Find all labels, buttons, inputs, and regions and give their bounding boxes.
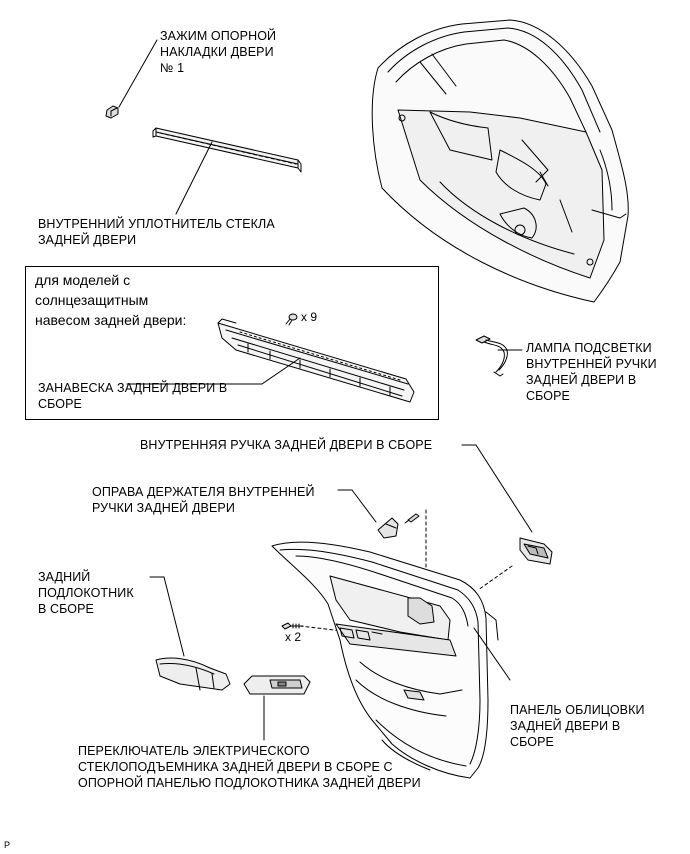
label-inner-weatherstrip: ВНУТРЕННИЙ УПЛОТНИТЕЛЬ СТЕКЛА ЗАДНЕЙ ДВЕ… — [38, 217, 275, 247]
leader-bezel — [351, 489, 377, 523]
sunshade-option-box — [25, 266, 439, 420]
label-inner-handle-assy: ВНУТРЕННЯЯ РУЧКА ЗАДНЕЙ ДВЕРИ В СБОРЕ — [140, 438, 433, 452]
sunshade-assembly-part — [217, 318, 415, 403]
armrest-part — [155, 657, 231, 691]
label-clip-no1: ЗАЖИМ ОПОРНОЙ НАКЛАДКИ ДВЕРИ № 1 — [160, 29, 277, 75]
leader-weatherstrip — [175, 141, 213, 215]
label-window-switch: ПЕРЕКЛЮЧАТЕЛЬ ЭЛЕКТРИЧЕСКОГО СТЕКЛОПОДЪЕ… — [78, 744, 421, 790]
window-switch-part — [243, 675, 311, 695]
leader-trim — [473, 627, 511, 681]
door-trim-panel-part — [271, 541, 499, 779]
bezel-screw — [404, 513, 420, 524]
sunshade-screw — [285, 313, 298, 326]
label-qty-screw-9: x 9 — [301, 310, 318, 324]
leader-handle — [475, 444, 533, 533]
label-armrest-assy: ЗАДНИЙ ПОДЛОКОТНИК В СБОРЕ — [38, 570, 134, 616]
label-trim-panel: ПАНЕЛЬ ОБЛИЦОВКИ ЗАДНЕЙ ДВЕРИ В СБОРЕ — [510, 703, 645, 749]
trim-screw — [281, 622, 304, 630]
inner-weatherstrip-part — [152, 127, 302, 173]
leader-armrest — [163, 576, 185, 657]
handle-lamp-part — [475, 335, 508, 377]
label-handle-bezel: ОПРАВА ДЕРЖАТЕЛЯ ВНУТРЕННЕЙ РУЧКИ ЗАДНЕЙ… — [92, 485, 315, 515]
handle-bezel-part — [377, 517, 399, 539]
label-sunshade-assy: ЗАНАВЕСКА ЗАДНЕЙ ДВЕРИ В СБОРЕ — [38, 381, 228, 411]
door-clip-no1-part — [105, 105, 119, 119]
rear-door-frame-part — [371, 19, 629, 303]
inner-handle-part — [519, 537, 553, 565]
leader-clip — [118, 39, 158, 108]
label-sunshade-condition: для моделей с солнцезащитным навесом зад… — [35, 272, 187, 328]
label-qty-screw-2: x 2 — [285, 630, 302, 644]
label-handle-lamp: ЛАМПА ПОДСВЕТКИ ВНУТРЕННЕЙ РУЧКИ ЗАДНЕЙ … — [526, 341, 657, 403]
footer-code: P — [4, 840, 11, 850]
leader-sunshade — [261, 357, 301, 385]
